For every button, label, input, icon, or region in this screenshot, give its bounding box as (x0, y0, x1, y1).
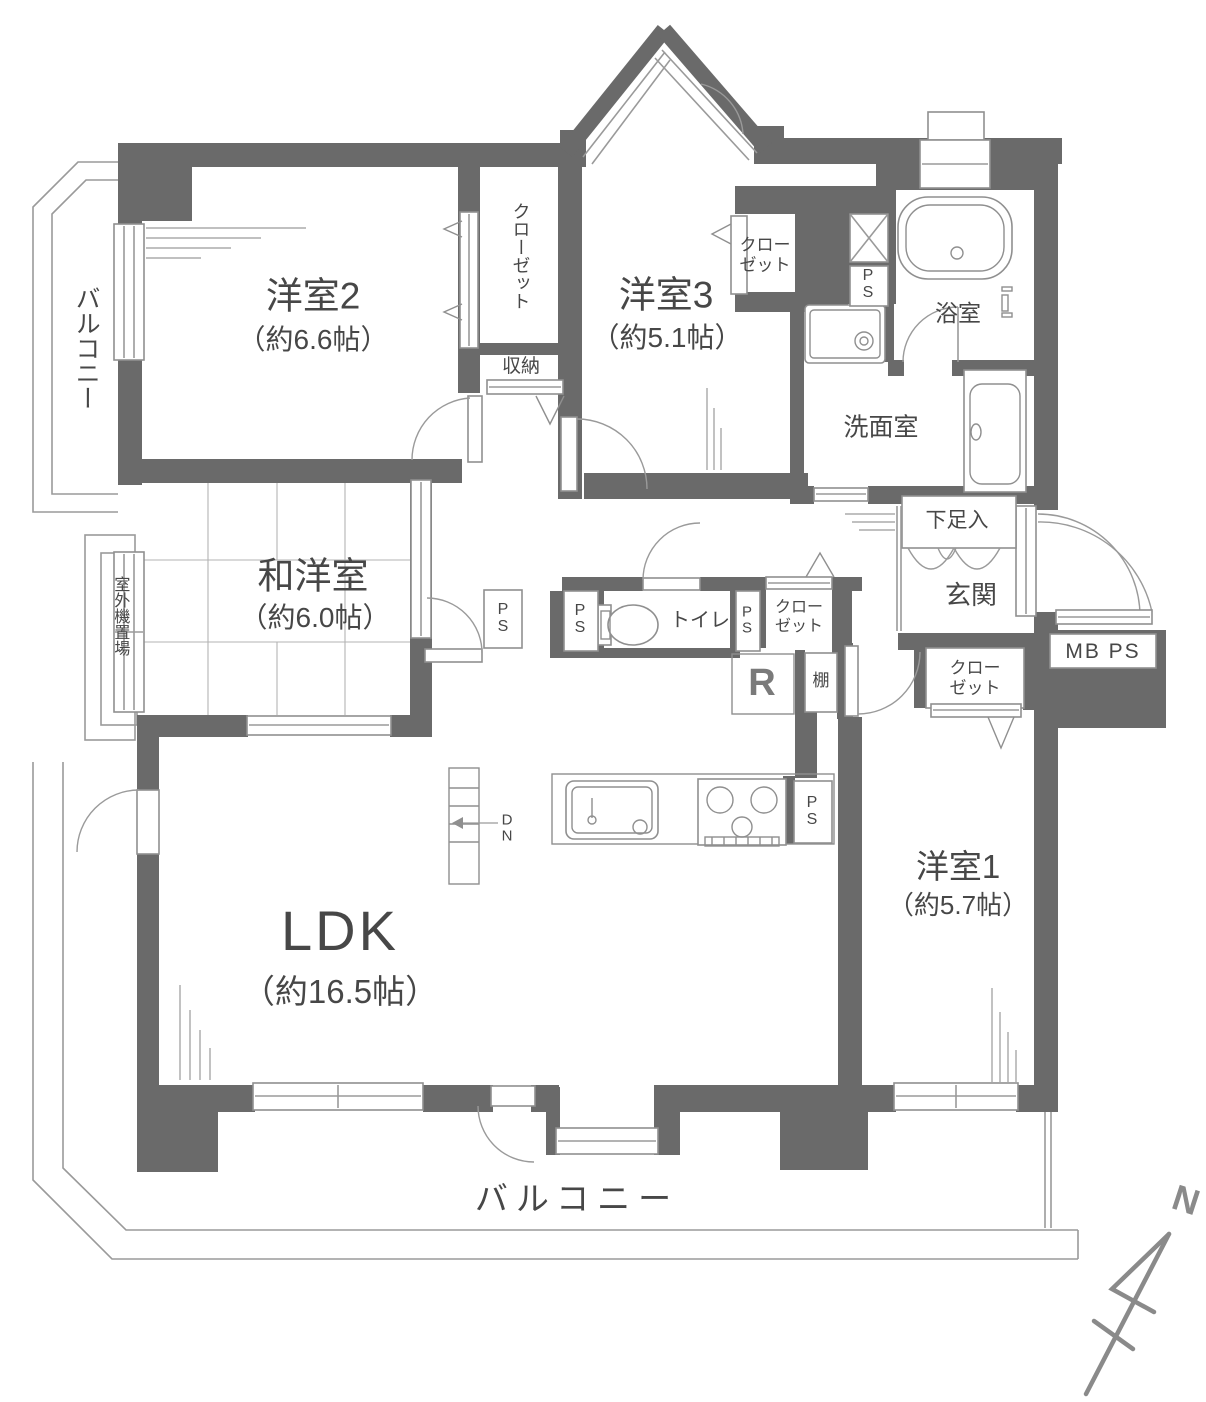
room-label-bath: 浴室 (935, 299, 981, 326)
ps-label-kitchen: PS (806, 794, 818, 828)
doors (76, 211, 1153, 1163)
ps-label-hall-c: PS (741, 603, 752, 636)
closet-label-hall: クローゼット (774, 598, 823, 635)
closet-label-west3: クローゼット (739, 235, 791, 275)
kitchen-sink (565, 780, 659, 840)
outdoor-unit-label: 室外機置場 (111, 576, 129, 656)
refrigerator-space (731, 653, 795, 715)
compass (1083, 1231, 1172, 1397)
fixtures (448, 196, 1157, 885)
vanity-sink (963, 369, 1027, 493)
balcony-label-left: バルコニー (72, 285, 101, 411)
ps-label-hall-a: PS (497, 601, 509, 635)
shoe-box-label: 下足入 (925, 508, 989, 532)
stove (697, 778, 787, 846)
room-label-ldk: LDK (281, 898, 399, 962)
room-label-western1: 洋室1 (915, 848, 1001, 886)
hatch-marks (146, 227, 1017, 1082)
room-label-western3: 洋室3 (618, 274, 714, 316)
room-size-japanese: （約6.0帖） (239, 601, 391, 633)
shelf-box (804, 652, 838, 713)
balcony-label-bottom: バルコニー (474, 1180, 680, 1218)
room-label-washroom: 洗面室 (843, 413, 919, 442)
bathtub (897, 196, 1013, 280)
bay-window (559, 24, 773, 165)
shoe-box (901, 495, 1017, 549)
storage-label: 収納 (501, 356, 541, 378)
tatami-grid (142, 483, 410, 715)
step-down (448, 767, 480, 885)
closet-label-west2: クローゼット (510, 202, 531, 310)
room-size-western3: （約5.1帖） (591, 321, 743, 353)
room-size-ldk: （約16.5帖） (241, 973, 439, 1011)
windows (113, 111, 1019, 1155)
closet-label-entrance: クローゼット (949, 658, 1001, 698)
kitchen-counter (551, 773, 835, 845)
meter-pipe-label: MB PS (1065, 639, 1141, 663)
room-label-japanese: 和洋室 (257, 555, 369, 597)
ps-label-bath: PS (862, 267, 874, 301)
room-size-western2: （約6.6帖） (237, 323, 389, 355)
washing-machine-pan (804, 304, 886, 364)
down-label: DN (501, 811, 513, 844)
room-size-western1: （約5.7帖） (887, 890, 1029, 921)
room-label-entrance: 玄関 (944, 580, 998, 611)
room-label-western2: 洋室2 (265, 275, 361, 317)
ps-label-hall-b: PS (574, 602, 586, 636)
shelf-label: 棚 (812, 671, 830, 691)
room-label-toilet: トイレ (670, 609, 730, 632)
balcony-outlines (32, 161, 1079, 1260)
meter-box (1049, 633, 1157, 669)
refrigerator-label: R (748, 662, 776, 705)
